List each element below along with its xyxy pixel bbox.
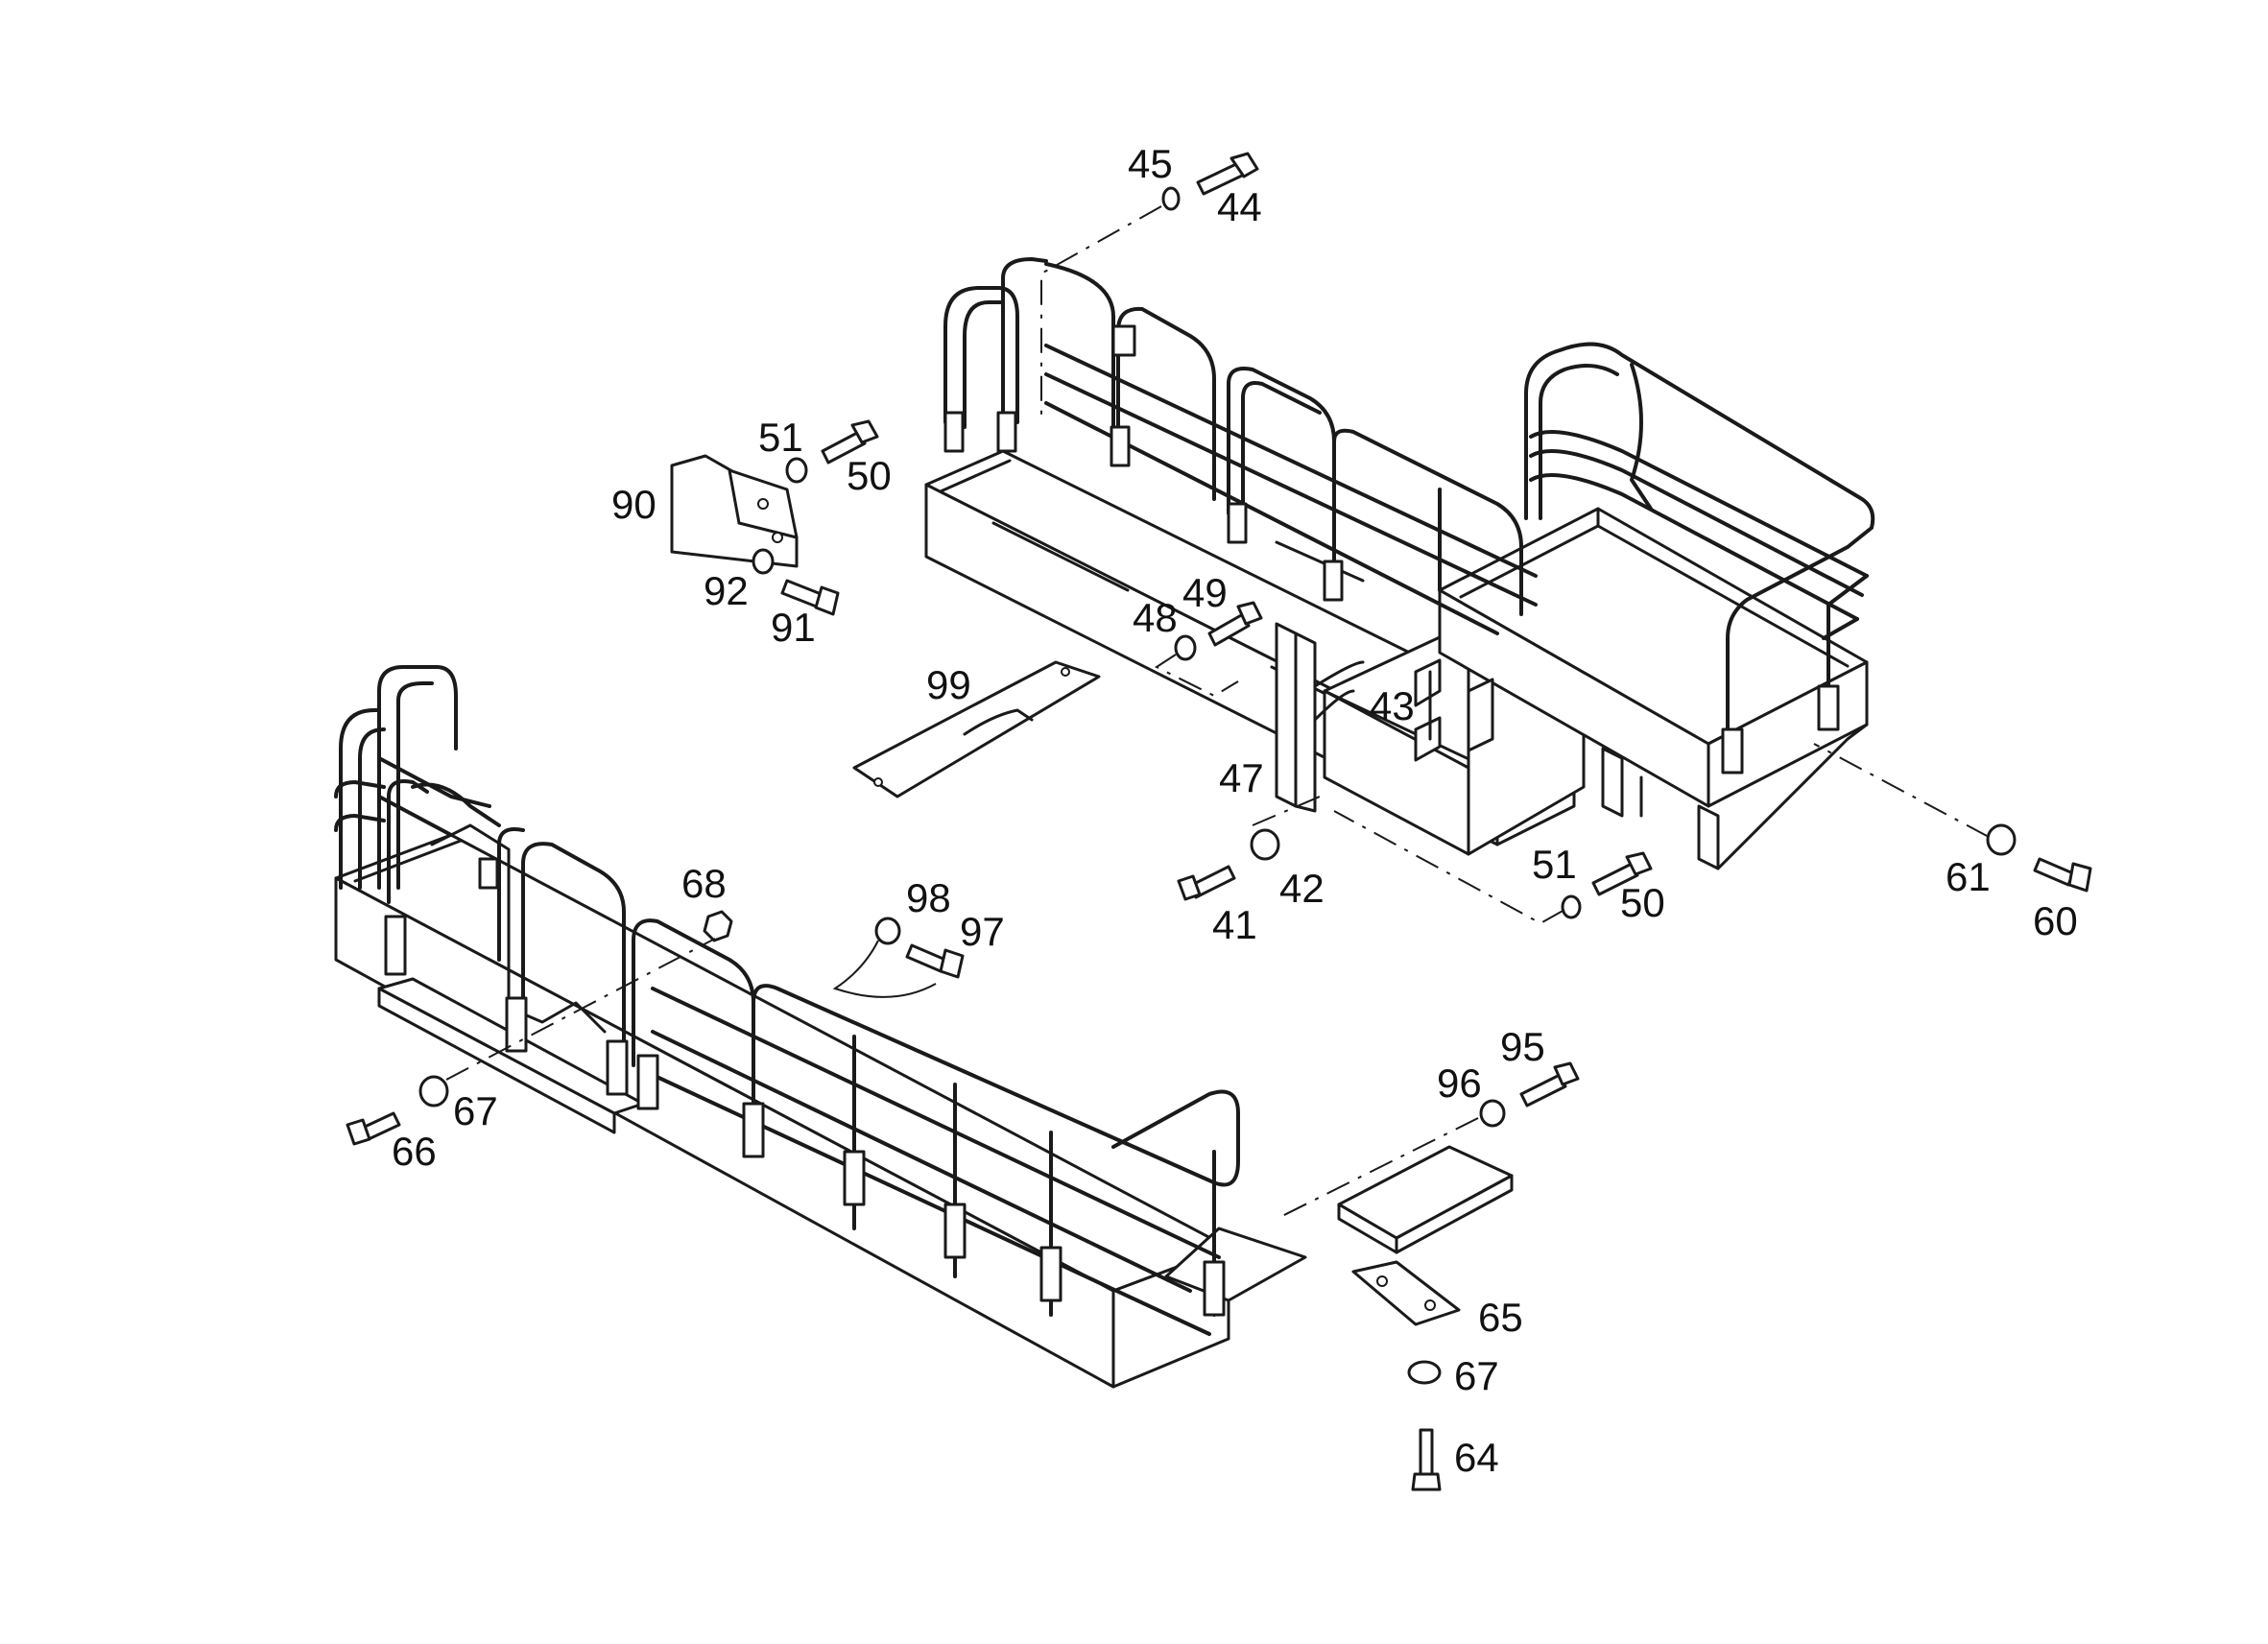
- callout-43: 43: [1370, 683, 1415, 728]
- bolt-41: [1177, 865, 1236, 901]
- plate-part-99: [852, 660, 1101, 798]
- callout-42: 42: [1279, 866, 1325, 911]
- upper-platform: [924, 257, 1875, 870]
- leader-lines: [445, 205, 1990, 1220]
- callout-48: 48: [1133, 595, 1178, 640]
- washer-51b: [1561, 894, 1582, 919]
- callouts: 45 44 51 50 90 92 91 49 48 99 43 47 42 4…: [392, 141, 2078, 1480]
- bolt-50b: [1591, 851, 1653, 896]
- callout-50: 50: [847, 453, 892, 498]
- callout-67b: 67: [1454, 1353, 1499, 1398]
- washer-92: [752, 548, 775, 575]
- washer-67a: [418, 1075, 449, 1108]
- callout-95: 95: [1500, 1024, 1545, 1069]
- washer-42: [1250, 828, 1280, 861]
- callout-61: 61: [1946, 854, 1991, 899]
- bolt-91: [780, 579, 840, 616]
- callout-67: 67: [453, 1088, 498, 1133]
- callout-91: 91: [771, 605, 816, 650]
- strap-part-47: [1275, 622, 1298, 808]
- bolt-64: [1411, 1428, 1442, 1491]
- plate-part-65: [1351, 1260, 1461, 1326]
- callout-50b: 50: [1620, 880, 1665, 925]
- washer-48: [1174, 634, 1197, 661]
- washer-67b: [1407, 1360, 1442, 1385]
- callout-65: 65: [1478, 1295, 1523, 1340]
- bolt-49: [1207, 601, 1263, 647]
- callout-41: 41: [1212, 902, 1257, 947]
- callout-98: 98: [906, 875, 951, 920]
- callout-60: 60: [2033, 898, 2078, 943]
- washer-45: [1161, 186, 1181, 211]
- callout-44: 44: [1217, 184, 1262, 229]
- callout-90: 90: [611, 482, 657, 527]
- bolt-50a: [821, 419, 879, 465]
- callout-68: 68: [681, 861, 727, 906]
- washer-98: [874, 917, 901, 945]
- callout-49: 49: [1182, 570, 1228, 615]
- callout-92: 92: [704, 568, 749, 613]
- callout-51: 51: [758, 415, 803, 460]
- bolt-44: [1196, 152, 1259, 196]
- bolt-95: [1519, 1061, 1580, 1108]
- callout-66: 66: [392, 1129, 437, 1174]
- callout-51b: 51: [1532, 842, 1577, 887]
- callout-64: 64: [1454, 1435, 1499, 1480]
- callout-47: 47: [1219, 755, 1264, 800]
- bolt-97: [905, 943, 965, 979]
- callout-97: 97: [960, 909, 1005, 954]
- bolt-66: [346, 1111, 401, 1146]
- lower-platform: [334, 665, 1307, 1389]
- callout-99: 99: [926, 662, 971, 707]
- nut-68: [703, 910, 733, 942]
- callout-96: 96: [1437, 1060, 1482, 1106]
- bolt-60: [2033, 857, 2092, 893]
- washer-51a: [785, 457, 808, 484]
- loose-parts: [346, 152, 2092, 1491]
- washer-61: [1986, 823, 2017, 856]
- washer-96: [1479, 1099, 1506, 1128]
- callout-45: 45: [1128, 141, 1173, 186]
